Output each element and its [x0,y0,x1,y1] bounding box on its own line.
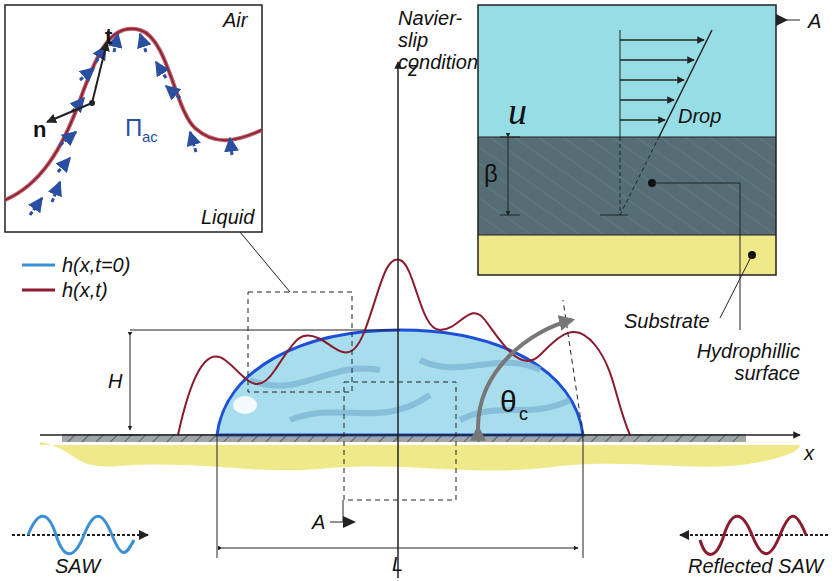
label: θ [500,385,517,418]
inset-label: ac [142,129,158,146]
interface-inset: AirLiquid t n Πac [5,5,262,232]
inset-label: Air [223,9,247,31]
label: Reflected SAW [688,555,823,577]
label: Hydrophillic surface [690,340,800,384]
label: L [392,553,403,575]
inset-label: β [484,161,498,187]
legend-line [22,264,55,267]
inset-label: Liquid [201,206,254,228]
inset-label: n [33,118,46,142]
inset-label: Drop [678,105,721,127]
label: c [519,405,528,425]
label: A [808,10,821,32]
label: z [408,58,418,80]
label: Substrate [624,310,710,332]
inset-label: Π [125,115,142,141]
legend-text: h(x,t) [62,279,108,301]
label: H [108,370,122,392]
label: A [312,511,325,533]
inset-label: t [105,25,112,49]
legend-text: h(x,t=0) [62,254,130,276]
label: x [804,442,814,464]
slip-inset: Navier-slip conditionuDropβ [478,5,776,275]
label: SAW [55,555,100,577]
legend-line [22,289,55,292]
inset-label: u [508,91,527,133]
